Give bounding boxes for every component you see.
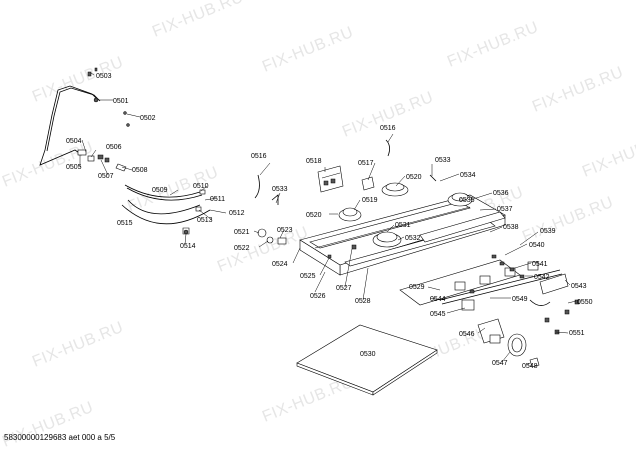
part-label: 0529: [409, 284, 425, 291]
part-label: 0512: [229, 210, 245, 217]
part-label: 0502: [140, 115, 156, 122]
part-label: 0551: [569, 330, 585, 337]
part-label: 0531: [395, 222, 411, 229]
burner-left: [372, 231, 402, 248]
valve-nut: [529, 357, 540, 368]
part-label: 0540: [529, 242, 545, 249]
part-label: 0510: [193, 183, 209, 190]
part-label: 0522: [234, 245, 250, 252]
part-label: 0501: [113, 98, 129, 105]
part-label: 0516: [251, 153, 267, 160]
part-label: 0511: [210, 196, 225, 203]
part-label: 0541: [532, 261, 548, 268]
thermocouple-wires: [121, 184, 211, 235]
bottom-plate: [296, 324, 438, 396]
gas-valve-rail: [439, 261, 569, 306]
part-label: 0550: [577, 299, 593, 306]
part-label: 0517: [358, 160, 374, 167]
part-label: 0521: [234, 229, 250, 236]
part-label: 0532: [405, 235, 421, 242]
plate-label: 0530: [360, 351, 376, 358]
part-label: 0505: [66, 164, 82, 171]
part-label: 0525: [300, 273, 316, 280]
part-label: 0519: [362, 197, 378, 204]
drawing-reference: 58300000129683 aet 000 a 5/5: [4, 433, 116, 442]
part-label: 0546: [459, 331, 475, 338]
part-label: 0548: [522, 363, 538, 370]
part-label: 0533: [435, 157, 451, 164]
ignition-module: [317, 165, 375, 193]
part-label: 0539: [540, 228, 556, 235]
part-label: 0515: [117, 220, 133, 227]
part-label: 0543: [571, 283, 587, 290]
part-label: 0523: [277, 227, 293, 234]
part-label: 0504: [66, 138, 82, 145]
part-label: 0537: [497, 206, 513, 213]
part-label: 0513: [197, 217, 213, 224]
part-label: 0527: [336, 285, 352, 292]
part-label: 0507: [98, 173, 114, 180]
part-label: 0524: [272, 261, 288, 268]
part-label: 0508: [132, 167, 148, 174]
part-label: 0544: [430, 296, 446, 303]
part-label: 0545: [430, 311, 446, 318]
part-label: 0538: [503, 224, 519, 231]
part-label: 0514: [180, 243, 196, 250]
part-label: 0533: [272, 186, 288, 193]
part-label: 0503: [96, 73, 112, 80]
leader-lines: [79, 72, 577, 366]
part-labels: 0503 0501 0502 0504 0506 0505 0507 0508 …: [66, 73, 593, 370]
part-label: 0534: [460, 172, 476, 179]
burner-center: [338, 207, 362, 222]
part-label: 0518: [306, 158, 322, 165]
part-label: 0535: [459, 197, 475, 204]
part-label: 0536: [493, 190, 509, 197]
part-label: 0520: [306, 212, 322, 219]
part-label: 0526: [310, 293, 326, 300]
part-label: 0549: [512, 296, 528, 303]
part-label: 0509: [152, 187, 168, 194]
part-label: 0520: [406, 174, 422, 181]
spark-wires: [254, 139, 437, 205]
injector-small-parts: [77, 67, 130, 172]
valve-connectors: [257, 228, 357, 259]
part-label: 0547: [492, 360, 508, 367]
gas-valve-unit: [461, 299, 505, 344]
part-label: 0516: [380, 125, 396, 132]
burner-rear: [381, 182, 409, 197]
valve-dial: [507, 333, 527, 357]
part-label: 0506: [106, 144, 122, 151]
burner-base-frame: [299, 194, 521, 306]
part-label: 0542: [534, 274, 550, 281]
part-label: 0528: [355, 298, 371, 305]
burner-right: [447, 192, 473, 207]
gas-pipe: [39, 85, 101, 166]
